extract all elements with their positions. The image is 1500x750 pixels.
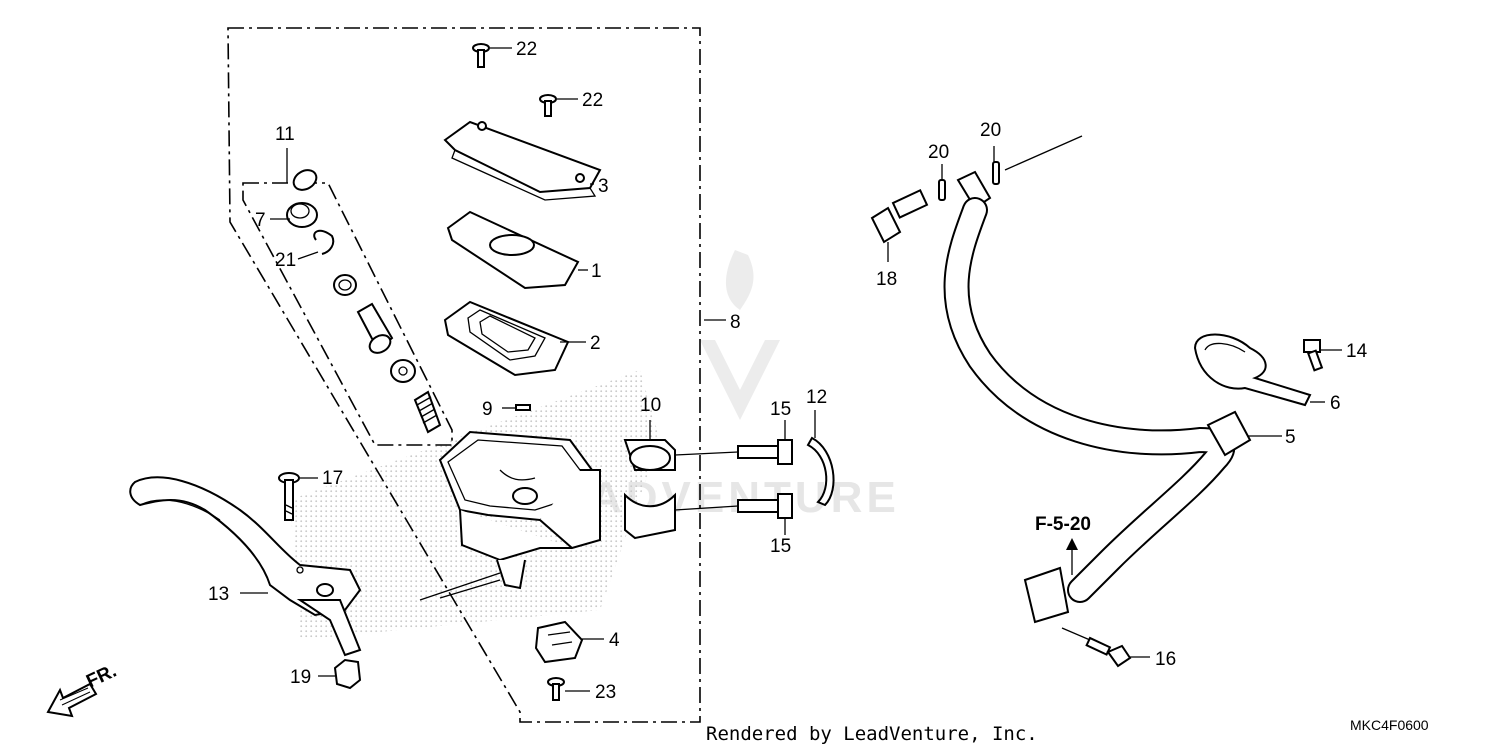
pivot-nut: [318, 658, 362, 690]
reference-arrow: [1066, 538, 1078, 575]
brake-hose: [943, 170, 1282, 624]
sealing-washer-b: [992, 135, 1083, 185]
screw-22-lower: [539, 94, 578, 117]
callout-17: 17: [322, 468, 343, 489]
bolt-15-lower: [674, 493, 793, 535]
bolt-15-upper: [674, 420, 793, 465]
callout-20-left: 20: [928, 142, 949, 163]
callout-11: 11: [275, 124, 295, 145]
screw-23: [547, 677, 590, 701]
callout-3: 3: [598, 176, 609, 197]
brake-light-switch: [534, 620, 604, 664]
callout-6: 6: [1330, 393, 1341, 414]
callout-8: 8: [730, 312, 741, 333]
sealing-washer-a: [938, 164, 946, 201]
hose-clamp: [1193, 333, 1325, 407]
piston-kit-outline: [242, 182, 453, 446]
callout-22-lower: 22: [582, 90, 603, 111]
callout-4: 4: [609, 630, 620, 651]
callout-12: 12: [806, 387, 827, 408]
front-arrow-icon: [46, 682, 98, 718]
callout-15-lower: 15: [770, 536, 791, 557]
diaphragm-plate: [446, 210, 588, 290]
callout-7: 7: [255, 210, 266, 231]
callout-23: 23: [595, 682, 616, 703]
callout-9: 9: [482, 399, 493, 420]
bolt-14: [1303, 339, 1342, 372]
reference-label: F-5-20: [1035, 514, 1091, 535]
diaphragm: [443, 300, 586, 377]
master-cylinder-body: [419, 430, 601, 601]
callout-15-upper: 15: [770, 399, 791, 420]
callout-21: 21: [275, 250, 296, 271]
reservoir-cap: [443, 120, 602, 201]
callout-22-top: 22: [516, 39, 537, 60]
diagram-code: MKC4F0600: [1350, 717, 1429, 733]
handlebar-holder: [623, 420, 676, 540]
callout-19: 19: [290, 667, 311, 688]
callout-5: 5: [1285, 427, 1296, 448]
pivot-bolt: [278, 472, 318, 521]
callout-2: 2: [590, 333, 601, 354]
callout-10: 10: [640, 395, 661, 416]
screw-22-top: [472, 43, 512, 68]
callout-1: 1: [591, 261, 602, 282]
piston-kit-parts: [286, 169, 442, 434]
callout-14: 14: [1346, 341, 1368, 362]
bolt-16: [1061, 627, 1150, 668]
brake-lever: [129, 476, 362, 657]
pin-9: [502, 404, 531, 411]
footer-credit: Rendered by LeadVenture, Inc.: [706, 723, 1038, 745]
callout-16: 16: [1155, 649, 1176, 670]
callout-13: 13: [208, 584, 229, 605]
oil-bolt: [870, 188, 929, 262]
callout-20-right: 20: [980, 120, 1001, 141]
callout-18: 18: [876, 269, 897, 290]
clip-12: [806, 410, 835, 507]
master-cylinder-assembly-outline: [227, 27, 701, 723]
